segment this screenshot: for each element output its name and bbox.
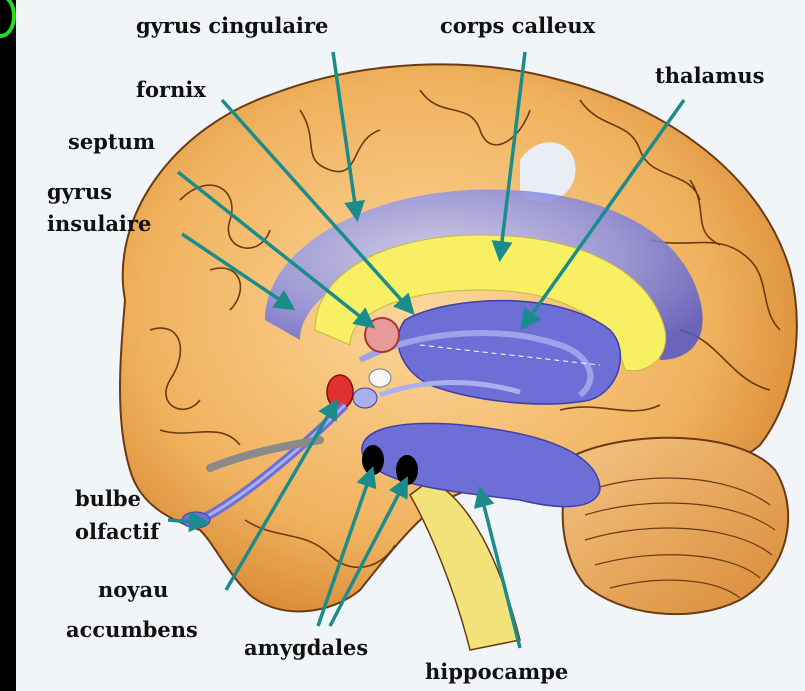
amygdala-right bbox=[396, 455, 418, 485]
label-noyau-accumbens-1: noyau bbox=[98, 578, 168, 602]
label-hippocampe: hippocampe bbox=[425, 660, 568, 684]
label-septum: septum bbox=[68, 130, 155, 154]
label-corps-calleux: corps calleux bbox=[440, 14, 595, 38]
label-gyrus-insulaire-1: gyrus bbox=[47, 180, 112, 204]
brainstem bbox=[410, 480, 520, 650]
cerebellum bbox=[563, 438, 789, 614]
label-gyrus-insulaire-2: insulaire bbox=[47, 212, 151, 236]
label-fornix: fornix bbox=[136, 78, 206, 102]
label-thalamus: thalamus bbox=[655, 64, 764, 88]
label-gyrus-cingulaire: gyrus cingulaire bbox=[136, 14, 328, 38]
label-amygdales: amygdales bbox=[244, 636, 368, 660]
label-bulbe-olfactif-2: olfactif bbox=[75, 520, 159, 544]
label-noyau-accumbens-2: accumbens bbox=[66, 618, 198, 642]
label-bulbe-olfactif-1: bulbe bbox=[75, 487, 141, 511]
